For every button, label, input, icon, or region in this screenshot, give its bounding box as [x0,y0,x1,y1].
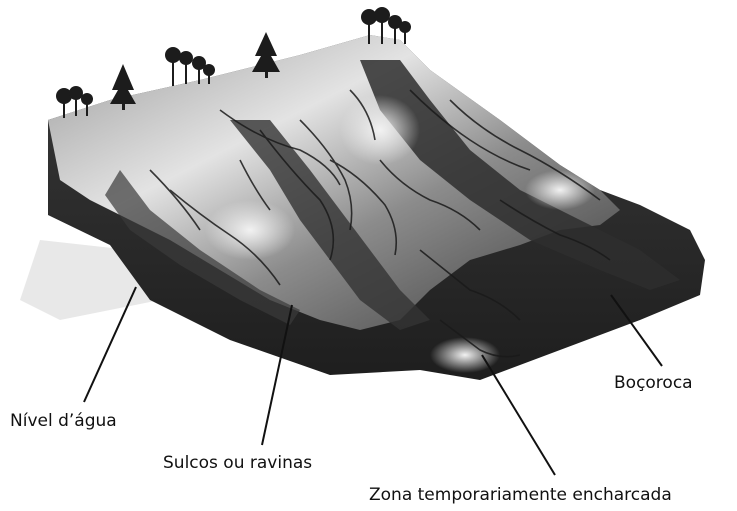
leader-line-waterlogged [482,355,555,475]
label-water-level: Nível d’água [10,413,117,430]
label-furrows-ravines: Sulcos ou ravinas [163,455,312,472]
label-waterlogged-zone: Zona temporariamente encharcada [369,487,672,504]
label-gully: Boçoroca [614,375,693,392]
